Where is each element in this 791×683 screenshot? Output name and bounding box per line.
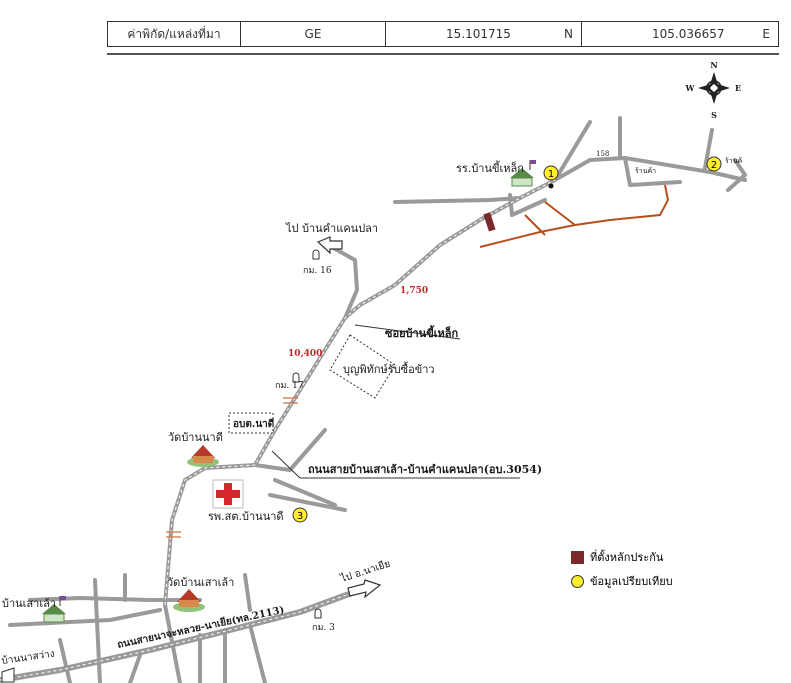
road-sao-lao-10 [58, 638, 72, 683]
leader-soi [354, 324, 461, 340]
label-dist-1750: 1,750 [400, 286, 428, 296]
label-main-road: ถนนสายบ้านเสาเล้า-บ้านคำแคนปลา(อบ.3054) [308, 463, 542, 476]
coord-longitude: 105.036657 E [582, 22, 778, 46]
label-wat-sao-lao: วัดบ้านเสาเล้า [167, 576, 234, 589]
label-km16: กม. 16 [303, 266, 332, 276]
main-road [163, 156, 747, 607]
road-side-3 [268, 493, 347, 512]
coord-label: ค่าพิกัด/แหล่งที่มา [108, 22, 241, 46]
marker-3: 3 [292, 507, 308, 523]
label-soi: ซอยบ้านขี้เหล็ก [385, 325, 458, 340]
road-sao-lao-1 [28, 596, 202, 602]
header-divider [107, 53, 779, 55]
label-wat-nadi: วัดบ้านนาดี [168, 431, 223, 444]
road-sao-lao-11 [243, 573, 252, 612]
road-side-4 [288, 428, 327, 472]
km16-marker-icon [312, 249, 320, 260]
collateral-legend-icon [571, 550, 584, 564]
bridge-marks [166, 397, 298, 538]
label-obt: อบต.นาดี [233, 418, 274, 430]
parcel-divider-1 [524, 214, 546, 236]
school-left-icon [42, 596, 66, 623]
obt-nadi-box [228, 412, 274, 434]
school-icon [510, 160, 536, 187]
compass-w: W [685, 83, 696, 93]
road-east-1 [733, 158, 747, 177]
map-legend: ที่ตั้งหลักประกัน ข้อมูลเปรียบเทียบ [565, 543, 723, 603]
road-loop-2 [508, 193, 547, 217]
label-sao-lao-village: บ้านเสาเล้า [2, 597, 56, 610]
road-loop-1 [623, 156, 682, 187]
label-rice-mill: บุญพิทักษ์รับซื้อข้าว [343, 361, 435, 376]
road-centerlines [0, 179, 556, 681]
collateral-point [548, 183, 554, 189]
legend-comparison-label: ข้อมูลเปรียบเทียบ [590, 575, 673, 588]
road-to-kham-kaen-pla [326, 243, 359, 320]
road-side-1 [253, 463, 292, 472]
svg-text:3: 3 [297, 511, 303, 522]
coord-source: GE [241, 22, 386, 46]
label-road-158: 158 [596, 150, 609, 158]
longitude-value: 105.036657 [652, 27, 725, 41]
road-north-top [553, 120, 592, 182]
road-sao-lao-2 [8, 608, 162, 627]
compass-s: S [711, 110, 717, 120]
road-sao-lao-9 [128, 653, 142, 683]
label-school: รร.บ้านขี้เหล็ก [456, 160, 524, 175]
coord-latitude: 15.101715 N [386, 22, 582, 46]
road-east-2 [726, 173, 747, 192]
temple-sao-lao-icon [173, 589, 205, 612]
label-km17: กม. 17 [275, 381, 304, 391]
svg-text:2: 2 [711, 160, 717, 171]
hospital-icon [212, 479, 244, 509]
legend-collateral: ที่ตั้งหลักประกัน [571, 547, 723, 567]
marker-2: 2 [706, 156, 722, 172]
label-hospital: รพ.สต.บ้านนาดี [208, 510, 284, 523]
compass-e: E [735, 83, 741, 93]
longitude-direction: E [762, 27, 770, 41]
marker-1: 1 [543, 165, 559, 181]
latitude-direction: N [564, 27, 573, 41]
legend-collateral-label: ที่ตั้งหลักประกัน [590, 551, 664, 564]
arrow-to-na-yia [347, 579, 382, 599]
label-km3: กม. 3 [312, 623, 335, 633]
collateral-location-marker [483, 212, 496, 232]
leader-main-road [271, 450, 301, 479]
arrow-left-edge [1, 667, 15, 683]
label-na-sawang: บ้านนาสว่าง [1, 648, 56, 667]
road-side-2 [273, 478, 337, 507]
km17-marker-icon [292, 372, 300, 383]
compass-icon: N S E W [685, 60, 742, 120]
latitude-value: 15.101715 [446, 27, 511, 41]
label-shop: ร้านค้า [635, 167, 656, 175]
km-markers [292, 249, 322, 619]
parcel-divider-2 [544, 201, 576, 226]
label-shop-right: ร้านค้ [725, 157, 742, 165]
road-school-west [393, 196, 522, 204]
label-dist-10400: 10,400 [288, 349, 322, 359]
arrow-to-kham-kaen-pla [316, 236, 343, 255]
road-sao-lao-7 [248, 623, 267, 683]
comparison-legend-icon [571, 574, 584, 588]
compass-n: N [710, 60, 717, 70]
road-sao-lao-3 [93, 578, 102, 683]
parcel-boundary [479, 184, 670, 248]
legend-comparison: ข้อมูลเปรียบเทียบ [571, 571, 723, 591]
km3-marker-icon [314, 608, 322, 619]
temple-nadi-icon [187, 445, 219, 467]
label-to-kham-kaen-pla: ไป บ้านคำแคนปลา [285, 222, 378, 235]
svg-text:1: 1 [548, 169, 554, 180]
coordinate-table: ค่าพิกัด/แหล่งที่มา GE 15.101715 N 105.0… [107, 21, 779, 47]
rice-mill-area [329, 334, 396, 399]
road-north-3 [703, 128, 714, 170]
